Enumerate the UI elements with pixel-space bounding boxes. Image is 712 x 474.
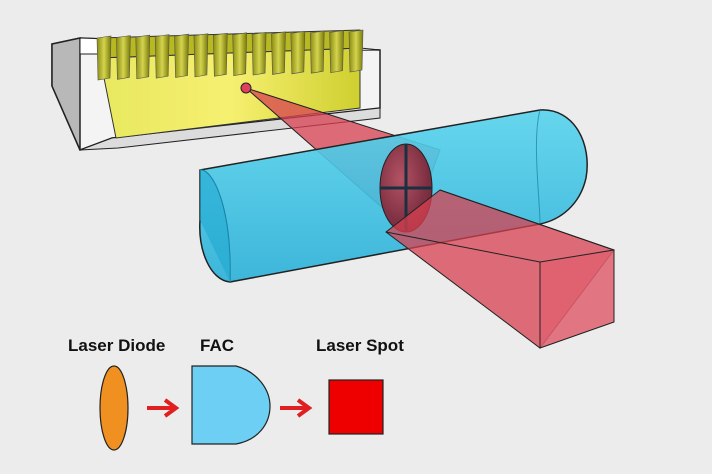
diode-ridge xyxy=(251,31,267,76)
diode-ridge xyxy=(154,34,170,79)
diode-ridge xyxy=(193,33,209,78)
diode-ridge xyxy=(348,29,364,73)
diode-ridge xyxy=(116,35,131,80)
legend-label-laser-diode: Laser Diode xyxy=(68,336,166,355)
legend-arrow-1 xyxy=(147,398,180,418)
laser-beam-collimated xyxy=(385,189,615,349)
legend-fac-symbol xyxy=(191,365,271,445)
legend-laser-spot-symbol xyxy=(328,379,384,435)
laser-emission-point xyxy=(240,82,252,94)
diode-ridge xyxy=(135,34,151,80)
diode-ridge xyxy=(290,31,306,75)
diode-ridge xyxy=(213,32,228,77)
diode-ridge xyxy=(271,31,286,75)
diode-ridge xyxy=(96,35,112,81)
diode-ridges xyxy=(96,29,364,81)
diode-ridge xyxy=(329,30,344,73)
diode-ridge xyxy=(309,30,325,74)
legend-laser-diode-symbol xyxy=(99,365,129,451)
legend-arrow-2 xyxy=(280,398,313,418)
diode-ridge xyxy=(174,33,189,78)
legend-label-fac: FAC xyxy=(200,336,234,355)
diode-ridge xyxy=(232,32,248,77)
legend-label-laser-spot: Laser Spot xyxy=(316,336,404,355)
